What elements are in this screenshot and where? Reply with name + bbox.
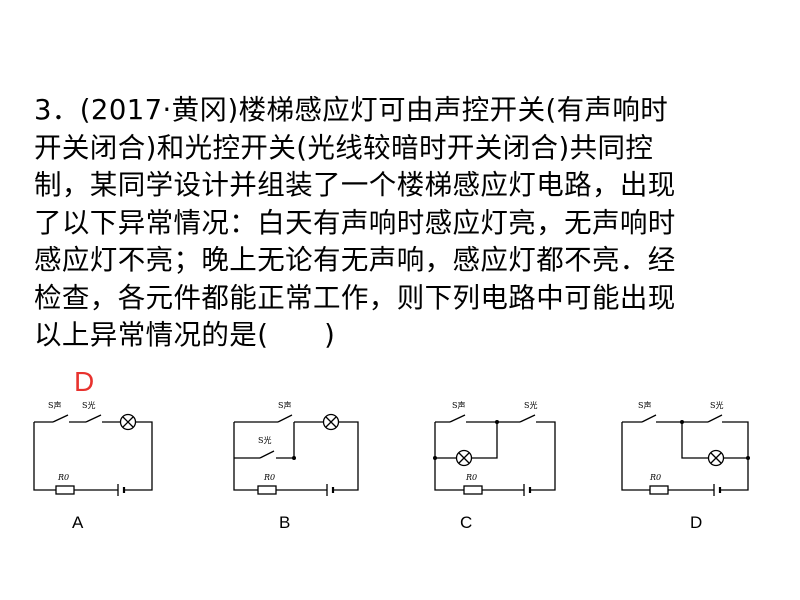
option-label-a: A: [72, 513, 84, 532]
resistor-label: R0: [649, 473, 661, 482]
circuit-a: [33, 413, 153, 496]
sound-switch-label: S声: [278, 400, 291, 410]
sound-switch-icon: [277, 414, 293, 423]
sound-switch-icon: [449, 414, 466, 423]
sound-switch-label: S声: [452, 400, 465, 410]
junction-dot: [292, 456, 296, 460]
sound-switch-label: S声: [638, 400, 651, 410]
junction-dot: [746, 456, 750, 460]
circuit-d: [621, 414, 749, 496]
lamp-icon: [455, 449, 473, 467]
junction-dot: [495, 420, 499, 424]
battery-icon: [523, 484, 532, 496]
lamp-icon: [119, 413, 137, 431]
battery-icon: [326, 484, 335, 496]
light-switch-icon: [85, 414, 102, 423]
resistor-label: R0: [465, 473, 477, 482]
light-switch-label: S光: [258, 435, 271, 445]
resistor-icon: [55, 485, 75, 495]
circuit-b: [233, 413, 359, 496]
lamp-icon: [322, 413, 340, 431]
sound-switch-label: S声: [48, 400, 61, 410]
resistor-label: R0: [263, 473, 275, 482]
junction-dot: [680, 420, 684, 424]
battery-icon: [713, 484, 722, 496]
sound-switch-icon: [52, 414, 69, 423]
light-switch-label: S光: [524, 400, 537, 410]
resistor-icon: [649, 485, 669, 495]
lamp-icon: [707, 449, 725, 467]
circuit-diagrams: S声 S光 R0 S声 S光 R0 S声 S光 R0 S声 S光 R0: [33, 400, 750, 496]
question-text: 3．(2017·黄冈)楼梯感应灯可由声控开关(有声响时开关闭合)和光控开关(光线…: [34, 94, 676, 351]
light-switch-label: S光: [710, 400, 723, 410]
resistor-label: R0: [57, 473, 69, 482]
light-switch-icon: [707, 414, 723, 423]
battery-icon: [117, 484, 126, 496]
resistor-icon: [257, 485, 277, 495]
option-label-d: D: [690, 513, 703, 532]
light-switch-label: S光: [82, 400, 95, 410]
option-label-b: B: [279, 513, 291, 532]
light-switch-icon: [259, 450, 275, 459]
sound-switch-icon: [641, 414, 657, 423]
option-label-c: C: [460, 513, 473, 532]
resistor-icon: [463, 485, 483, 495]
circuit-c: [434, 414, 556, 496]
junction-dot: [433, 456, 437, 460]
answer-mark: D: [74, 366, 95, 397]
light-switch-icon: [519, 414, 536, 423]
